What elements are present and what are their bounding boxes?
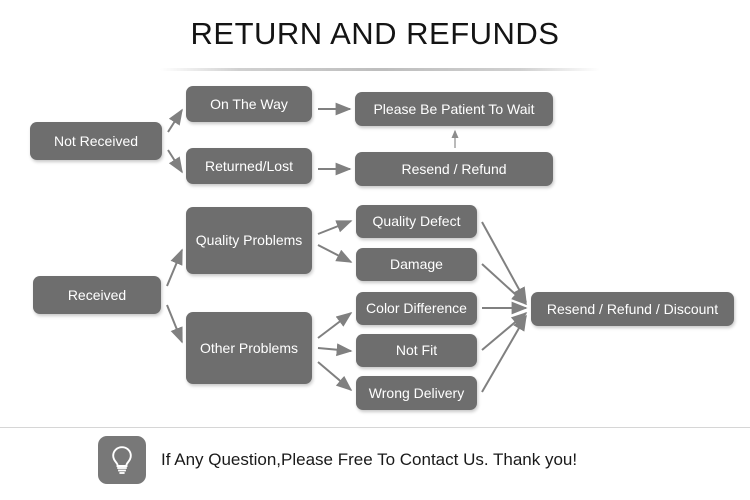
node-quality-problems[interactable]: Quality Problems [186,207,312,274]
edge-not-received-on-the-way [167,108,183,133]
edge-received-quality-problems [166,248,183,287]
edge-not-received-returned-lost [167,149,183,174]
edge-wrong-delivery-resend-refund-discount [481,314,527,393]
node-damage[interactable]: Damage [356,248,477,281]
footer: If Any Question,Please Free To Contact U… [98,436,577,484]
node-not-fit[interactable]: Not Fit [356,334,477,367]
footer-text: If Any Question,Please Free To Contact U… [161,450,578,469]
edge-other-problems-color-difference [317,312,353,339]
lightbulb-icon [98,436,146,484]
node-resend-refund[interactable]: Resend / Refund [355,152,553,186]
edge-not-fit-resend-refund-discount [481,311,528,351]
edge-other-problems-not-fit [317,343,353,357]
edge-damage-resend-refund-discount [481,263,528,306]
edge-quality-defect-resend-refund-discount [481,221,527,304]
node-received[interactable]: Received [33,276,161,314]
edge-received-other-problems [166,304,183,344]
node-please-be-patient-to-wait[interactable]: Please Be Patient To Wait [355,92,553,126]
edge-quality-problems-quality-defect [317,220,353,235]
title-divider [160,68,600,71]
node-other-problems[interactable]: Other Problems [186,312,312,384]
node-on-the-way[interactable]: On The Way [186,86,312,122]
edge-other-problems-wrong-delivery [317,361,353,392]
node-not-received[interactable]: Not Received [30,122,162,160]
node-quality-defect[interactable]: Quality Defect [356,205,477,238]
node-color-difference[interactable]: Color Difference [356,292,477,325]
node-wrong-delivery[interactable]: Wrong Delivery [356,376,477,410]
node-returned-lost[interactable]: Returned/Lost [186,148,312,184]
footer-divider [0,427,750,428]
edge-quality-problems-damage [317,244,353,263]
page-title: RETURN AND REFUNDS [190,16,560,51]
node-resend-refund-discount[interactable]: Resend / Refund / Discount [531,292,734,326]
